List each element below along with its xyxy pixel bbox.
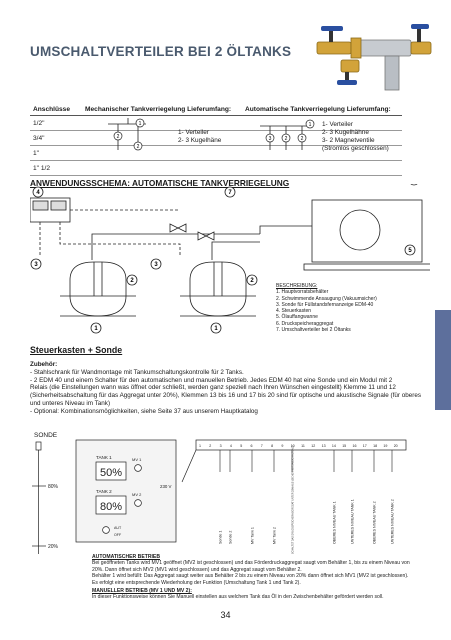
tank2-label: TANK 2 (96, 489, 112, 494)
size-cell: 1/2" (30, 115, 82, 131)
terminal-number: 3 (220, 444, 222, 448)
terminal-number: 1 (199, 444, 201, 448)
terminal-number: 17 (363, 444, 367, 448)
svg-text:2: 2 (285, 136, 288, 142)
callout-1: 1 (214, 326, 218, 332)
terminal-number: 13 (322, 444, 326, 448)
level-80-label: 80% (48, 484, 59, 490)
control-box-heading: Steuerkasten + Sonde (30, 345, 123, 355)
wire-label: OBERES NIVEAU TANK 2 (373, 501, 377, 544)
wire-label: MV Tank 2 (273, 527, 277, 544)
aut-label: AUT (114, 526, 122, 530)
mechanical-delivery-note: 1- Verteiler 2- 3 Kugelhäne (178, 129, 222, 144)
page-title: UMSCHALTVERTEILER BEI 2 ÖLTANKS (30, 44, 292, 59)
callout-4: 4 (36, 190, 40, 196)
terminal-number: 16 (353, 444, 357, 448)
control-box-wiring-diagram: 80% 20% TANK 1 50% TANK 2 80% MV 1 MV 2 … (32, 439, 407, 554)
col-header-connections: Anschlüsse (30, 104, 82, 116)
terminal-number: 7 (261, 444, 263, 448)
wire-label: OBERES NIVEAU TANK 1 (333, 501, 337, 544)
terminal-number: 10 (291, 444, 295, 448)
automatic-delivery-note: 1- Verteiler 2- 3 Kugelhähne 3- 2 Magnet… (322, 121, 389, 152)
size-cell: 3/4" (30, 130, 82, 146)
mv1-label: MV 1 (132, 457, 142, 462)
terminal-number: 12 (311, 444, 315, 448)
col-header-mechanical: Mechanischer Tankverriegelung Lieferumfa… (82, 104, 242, 116)
terminal-number: 18 (373, 444, 377, 448)
off-label: OFF (114, 533, 122, 537)
chapter-side-tab (435, 310, 451, 410)
col-header-automatic: Automatische Tankverriegelung Lieferumfa… (242, 104, 402, 116)
sonde-label: SONDE (34, 432, 58, 439)
accessories-text: Zubehör: - Stahlschrank für Wandmontage … (30, 361, 421, 415)
wire-label: UNTERES NIVEAU TANK 2 (391, 499, 395, 544)
schema-heading: ANWENDUNGSSCHEMA: AUTOMATISCHE TANKVERRI… (30, 178, 290, 188)
svg-text:3: 3 (269, 136, 272, 142)
terminal-number: 15 (342, 444, 346, 448)
svg-text:2: 2 (137, 144, 140, 150)
callout-3: 3 (34, 262, 38, 268)
tank1-display: 50% (100, 467, 122, 479)
mechanical-manifold-symbol: 1 2 2 (108, 118, 146, 151)
callout-7: 7 (228, 190, 232, 196)
terminal-number: 4 (230, 444, 232, 448)
size-cell: 1" (30, 145, 82, 161)
voltage-label: 230 V (160, 484, 172, 489)
automatic-manifold-symbol: 3 2 2 1 (260, 119, 315, 150)
wire-label: SCHALTET DAS DRUCKSPEICHERAGGREGAT UNTER… (292, 445, 295, 554)
callout-2: 2 (250, 278, 254, 284)
specification-table: Anschlüsse Mechanischer Tankverriegelung… (30, 104, 402, 176)
svg-text:1: 1 (309, 122, 312, 128)
tank2-display: 80% (100, 501, 122, 513)
mv2-label: MV 2 (132, 492, 142, 497)
svg-text:1: 1 (139, 121, 142, 127)
tank1-label: TANK 1 (96, 455, 112, 460)
terminal-number: 11 (301, 444, 305, 448)
wire-label: Sonde 2 (229, 531, 233, 544)
wire-label: MV Tank 1 (251, 527, 255, 544)
callout-1: 1 (94, 326, 98, 332)
schema-legend: BESCHREIBUNG: 1. Hauptvorratsbehälter 2.… (276, 283, 377, 334)
application-schematic: 4 7 6 5 3 3 2 2 1 1 (30, 184, 430, 334)
terminal-number: 19 (383, 444, 387, 448)
terminal-number: 5 (240, 444, 242, 448)
wire-label: Sonde 1 (219, 531, 223, 544)
page-number: 34 (220, 610, 231, 620)
terminal-number: 9 (281, 444, 283, 448)
callout-3: 3 (154, 262, 158, 268)
level-20-label: 20% (48, 544, 59, 550)
callout-2: 2 (130, 278, 134, 284)
svg-text:2: 2 (117, 134, 120, 140)
operation-description: AUTOMATISCHER BETRIEB Bei geöffneten Tan… (92, 554, 410, 601)
terminal-number: 8 (271, 444, 273, 448)
terminal-number: 14 (332, 444, 336, 448)
terminal-number: 20 (394, 444, 398, 448)
svg-text:2: 2 (301, 136, 304, 142)
wire-label: UNTERES NIVEAU TANK 1 (351, 499, 355, 544)
terminal-number: 2 (209, 444, 211, 448)
size-cell: 1" 1/2 (30, 160, 82, 176)
callout-5: 5 (408, 248, 412, 254)
manifold-product-illustration (316, 24, 432, 91)
terminal-number: 6 (251, 444, 253, 448)
